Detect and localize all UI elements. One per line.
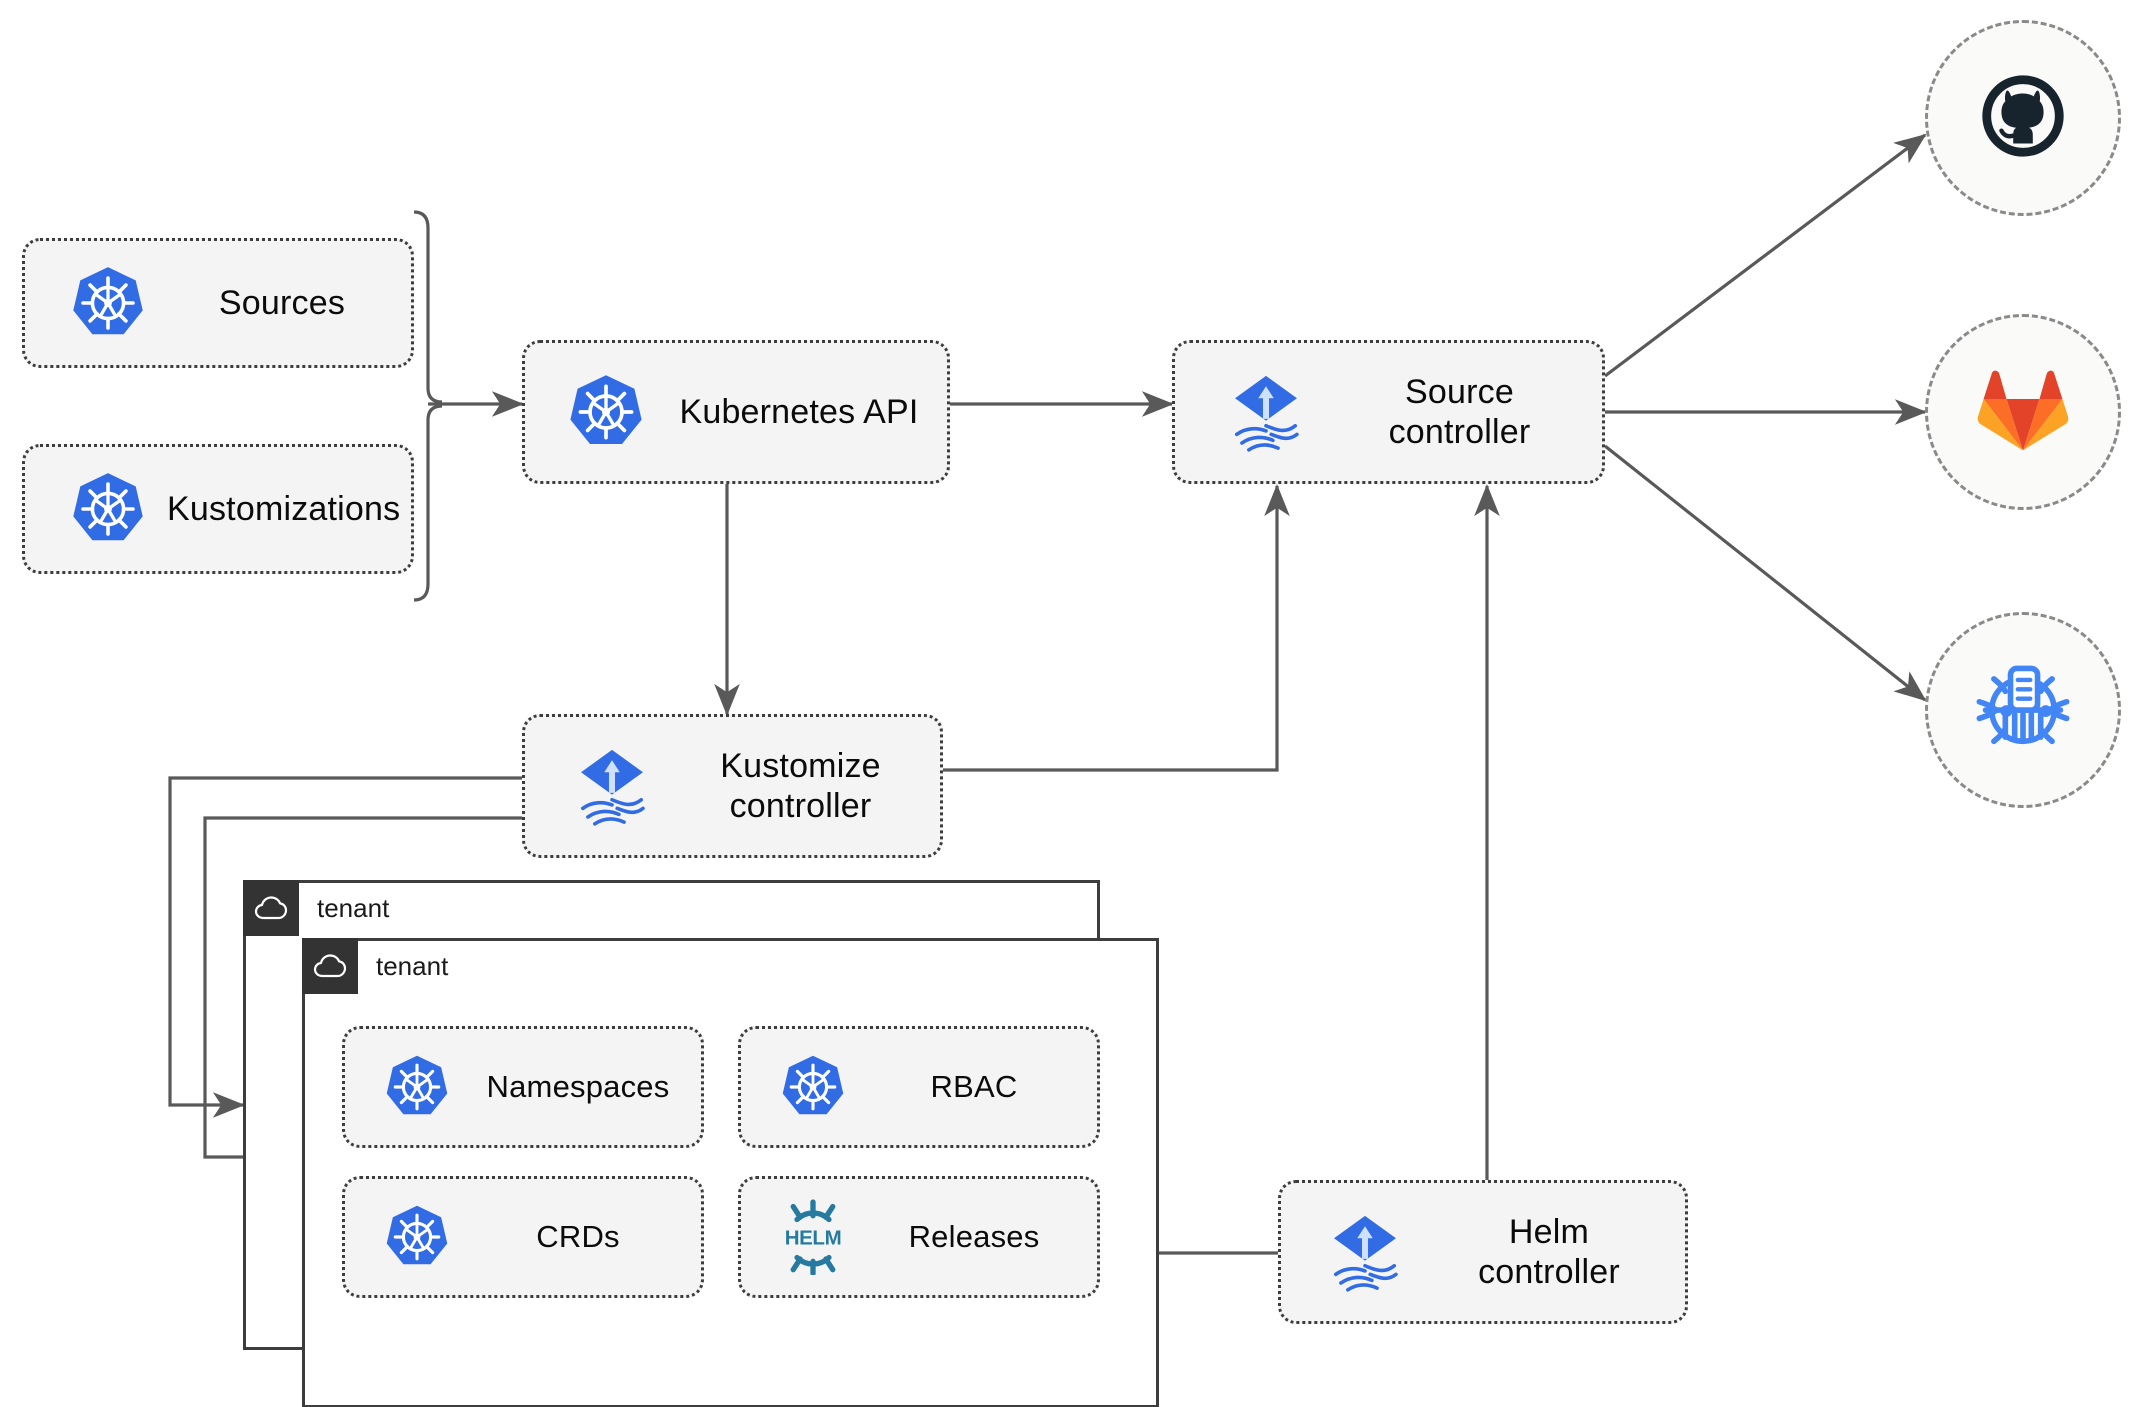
node-releases[interactable]: HELM Releases <box>738 1176 1100 1298</box>
github-icon <box>1974 67 2072 170</box>
node-kubernetes-api-label: Kubernetes API <box>679 392 919 431</box>
node-kustomize-controller-label: Kustomize controller <box>675 746 940 826</box>
tenant-box-inner: tenant <box>302 938 1159 1407</box>
node-helm-controller-line1: Helm <box>1508 1212 1590 1251</box>
gitlab-icon <box>1977 366 2069 459</box>
node-kubernetes-api[interactable]: Kubernetes API <box>522 340 950 484</box>
node-helm-controller[interactable]: Helm controller <box>1278 1180 1688 1324</box>
kubernetes-icon <box>345 1053 469 1121</box>
node-crds-label: CRDs <box>536 1218 620 1254</box>
node-helm-controller-label: Helm controller <box>1427 1212 1685 1292</box>
node-source-controller[interactable]: Source controller <box>1172 340 1605 484</box>
provider-artifact-repository[interactable] <box>1925 612 2121 808</box>
provider-gitlab[interactable] <box>1925 314 2121 510</box>
node-kustomizations[interactable]: Kustomizations <box>22 444 414 574</box>
node-source-controller-line2: controller <box>1388 413 1531 451</box>
flux-icon <box>525 743 675 829</box>
node-rbac[interactable]: RBAC <box>738 1026 1100 1148</box>
node-source-controller-label: Source controller <box>1331 372 1602 452</box>
kubernetes-icon <box>741 1053 865 1121</box>
node-sources[interactable]: Sources <box>22 238 414 368</box>
node-namespaces-label: Namespaces <box>486 1068 670 1104</box>
node-releases-label: Releases <box>908 1218 1040 1254</box>
helm-repository-icon <box>1971 656 2075 765</box>
node-rbac-label: RBAC <box>930 1068 1018 1104</box>
provider-github[interactable] <box>1925 20 2121 216</box>
kubernetes-icon <box>25 470 167 548</box>
cloud-icon <box>243 880 299 936</box>
node-kustomize-controller-line1: Kustomize <box>720 746 881 785</box>
edge-kustomizectrl-sourcectrl <box>943 484 1290 772</box>
node-helm-controller-line2: controller <box>1478 1253 1620 1291</box>
helm-icon: HELM <box>741 1199 865 1275</box>
svg-text:HELM: HELM <box>785 1227 842 1250</box>
node-kustomize-controller[interactable]: Kustomize controller <box>522 714 943 858</box>
tenant-tab-inner: tenant <box>302 938 448 994</box>
edge-bracket-top <box>413 210 443 404</box>
kubernetes-icon <box>25 264 167 342</box>
node-namespaces[interactable]: Namespaces <box>342 1026 704 1148</box>
flux-icon <box>1281 1209 1427 1295</box>
node-crds[interactable]: CRDs <box>342 1176 704 1298</box>
tenant-tab-outer: tenant <box>243 880 389 936</box>
edge-sourcectrl-github <box>1604 133 1927 378</box>
kubernetes-icon <box>525 372 665 452</box>
node-kustomizations-label: Kustomizations <box>167 489 401 528</box>
cloud-icon <box>302 938 358 994</box>
flux-icon <box>1175 369 1331 455</box>
edge-sourcectrl-artifact <box>1604 444 1927 702</box>
tenant-name-outer: tenant <box>317 892 390 923</box>
tenant-name-inner: tenant <box>376 950 449 981</box>
node-kustomize-controller-line2: controller <box>729 787 872 825</box>
edge-bracket-bottom <box>413 404 443 602</box>
node-source-controller-line1: Source <box>1405 372 1514 411</box>
node-sources-label: Sources <box>218 283 346 322</box>
kubernetes-icon <box>345 1203 469 1271</box>
